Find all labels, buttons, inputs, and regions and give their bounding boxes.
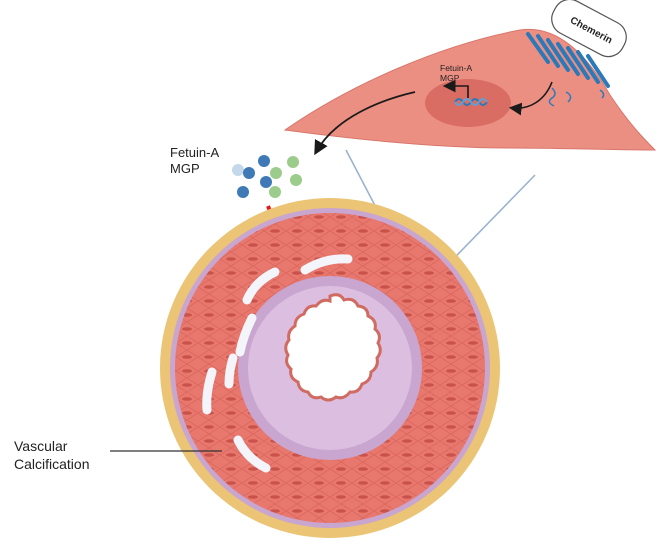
- secreted-label-fetuin: Fetuin-A: [170, 145, 219, 160]
- calcification-label-line2: Calcification: [14, 456, 89, 472]
- gene-label-mgp: MGP: [440, 73, 460, 83]
- calcification-label-line1: Vascular: [14, 438, 68, 454]
- gene-label-fetuin: Fetuin-A: [440, 63, 472, 73]
- protein-dots-icon: [232, 155, 302, 198]
- secreted-label-mgp: MGP: [170, 161, 200, 176]
